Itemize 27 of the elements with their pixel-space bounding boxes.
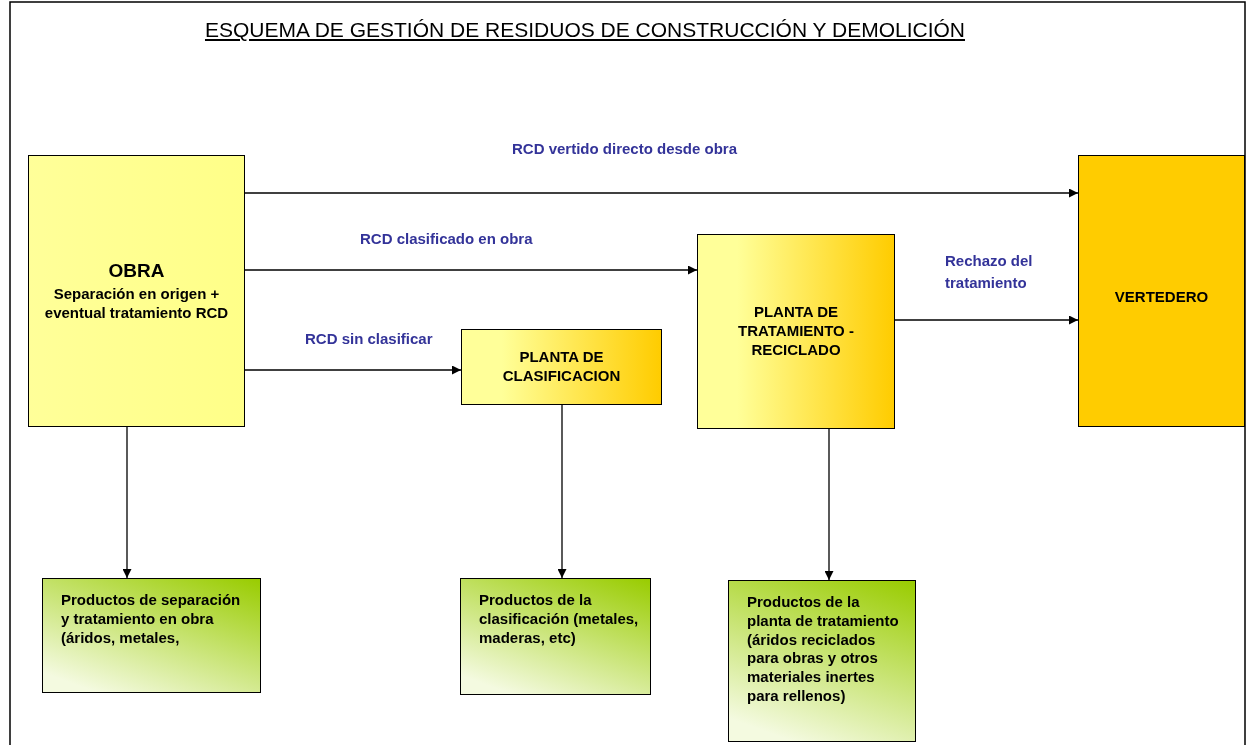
box-text: Productos de la clasificación (metales, maderas, etc) [479,591,640,648]
process-box [697,234,895,429]
box-text: Productos de la planta de tratamiento (áridos reciclados para obras y otros materiales inertes para rellenos) [747,593,900,706]
box-text: Productos de separación y tratamiento en obra (áridos, metales, [61,591,242,648]
box-heading: OBRA [107,259,166,284]
edge-label: RCD sin clasificar [305,330,433,347]
output-box [42,578,261,693]
diagram-title: ESQUEMA DE GESTIÓN DE RESIDUOS DE CONSTRUCCIÓN Y DEMOLICIÓN [204,18,966,42]
edge-label: Rechazo del tratamiento [945,251,1034,293]
box-text: Separación en origen + eventual tratamiento RCD [43,285,230,323]
process-box [28,155,245,427]
box-text: PLANTA DE TRATAMIENTO - RECICLADO [737,303,855,360]
output-box [728,580,916,742]
arrow [824,428,834,581]
process-box [461,329,662,405]
box-text: VERTEDERO [1113,288,1210,307]
arrow [894,315,1079,325]
arrow [557,404,567,579]
box-text: PLANTA DE CLASIFICACION [501,348,622,386]
edge-label: RCD clasificado en obra [360,230,533,247]
arrow [244,188,1079,198]
arrow [122,426,132,579]
process-box [1078,155,1245,427]
output-box [460,578,651,695]
arrow [244,265,698,275]
arrow [244,365,462,375]
edge-label: RCD vertido directo desde obra [512,140,738,157]
